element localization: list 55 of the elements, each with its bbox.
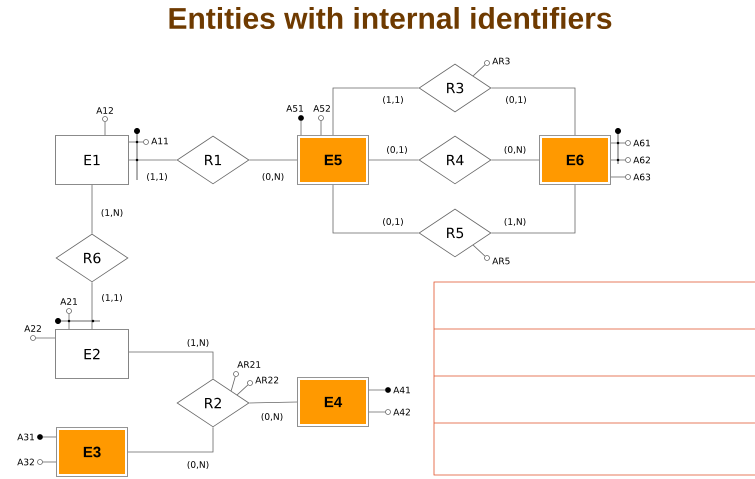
edge-label: (1,N) bbox=[100, 208, 124, 218]
attribute-label: A42 bbox=[393, 408, 410, 416]
connector-line bbox=[332, 184, 419, 234]
edge-label: (1,1) bbox=[381, 95, 405, 105]
entity-box: E2 bbox=[55, 329, 129, 379]
title: Entities with internal identifiers bbox=[169, 6, 612, 30]
edge-label: (0,N) bbox=[502, 145, 528, 155]
entity-box: E5 bbox=[297, 135, 369, 185]
connector-line bbox=[128, 352, 214, 379]
edge-label: (1,1) bbox=[145, 172, 169, 182]
connector-line bbox=[320, 120, 322, 136]
connector-line bbox=[104, 122, 106, 136]
attribute-label: A11 bbox=[151, 138, 168, 144]
edge-label: (1,1) bbox=[100, 293, 124, 303]
connector-line bbox=[472, 64, 486, 76]
connector-line bbox=[300, 120, 302, 136]
edge-label: (1,N) bbox=[186, 338, 210, 348]
attribute-label: A22 bbox=[24, 325, 41, 332]
connector-line bbox=[249, 402, 298, 404]
edge-label: (0,1) bbox=[504, 95, 528, 105]
connector-line bbox=[128, 427, 214, 452]
attribute-label: A21 bbox=[60, 298, 77, 305]
connector-line bbox=[610, 176, 626, 178]
attribute-label: A62 bbox=[633, 156, 650, 164]
entity-box: E1 bbox=[55, 135, 129, 185]
attribute-label: AR3 bbox=[492, 58, 510, 64]
attribute-label: A63 bbox=[633, 174, 650, 180]
attribute-label: AR5 bbox=[492, 258, 510, 264]
attribute-label: AR22 bbox=[255, 376, 278, 384]
attribute-label: A12 bbox=[96, 107, 113, 114]
attribute-label: A52 bbox=[313, 105, 330, 112]
edge-label: (0,N) bbox=[260, 412, 284, 422]
entity-box: E3 bbox=[56, 427, 128, 477]
connector-line bbox=[491, 184, 576, 234]
edge-label: (1,N) bbox=[502, 216, 528, 227]
connector-line bbox=[332, 88, 419, 136]
connector-line bbox=[68, 314, 70, 330]
connector-line bbox=[472, 244, 486, 256]
edge-label: (0,N) bbox=[186, 460, 210, 470]
edge-label: (0,1) bbox=[381, 216, 405, 227]
attribute-label: A31 bbox=[17, 434, 34, 440]
attribute-label: AR21 bbox=[237, 361, 260, 368]
entity-box: E6 bbox=[539, 135, 611, 185]
entity-box: E4 bbox=[297, 377, 369, 427]
connector-line bbox=[236, 384, 248, 396]
edge-label: (0,1) bbox=[385, 145, 409, 155]
connector-line bbox=[42, 436, 56, 438]
connector-line bbox=[491, 88, 576, 136]
connector-line bbox=[230, 376, 236, 392]
attribute-label: A61 bbox=[633, 140, 650, 146]
connector-line bbox=[610, 142, 626, 144]
edge-label: (0,N) bbox=[260, 172, 286, 182]
attribute-label: A41 bbox=[393, 386, 410, 394]
attribute-label: A32 bbox=[17, 458, 34, 466]
attribute-label: A51 bbox=[286, 105, 303, 112]
